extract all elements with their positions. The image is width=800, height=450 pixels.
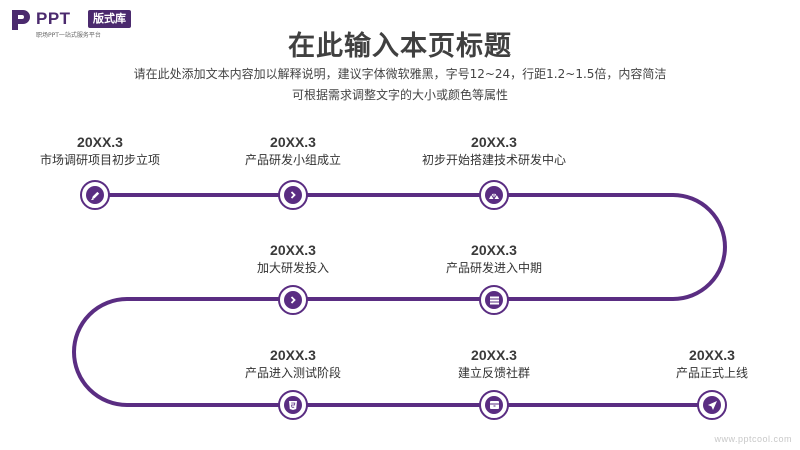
milestone-label: 建立反馈社群 — [457, 366, 530, 380]
timeline-path — [72, 193, 727, 407]
milestone-node-3 — [479, 180, 509, 210]
milestone-node-5 — [479, 285, 509, 315]
milestone-label: 初步开始搭建技术研发中心 — [421, 153, 566, 167]
logo-mark-icon — [12, 10, 30, 30]
milestone-label: 产品研发进入中期 — [445, 261, 542, 275]
milestone-node-6 — [278, 390, 308, 420]
milestone-6: 20XX.3 产品进入测试阶段 — [193, 346, 393, 382]
html5-icon — [289, 400, 297, 410]
page-title: 在此输入本页标题 — [288, 31, 512, 62]
layers-icon — [489, 296, 499, 304]
milestone-label: 产品正式上线 — [675, 366, 748, 380]
milestone-2: 20XX.3 产品研发小组成立 — [193, 133, 393, 169]
subtitle-line-1: 请在此处添加文本内容加以解释说明，建议字体微软雅黑，字号12~24，行距1.2~… — [133, 67, 667, 81]
milestone-5: 20XX.3 产品研发进入中期 — [394, 241, 594, 277]
milestone-8: 20XX.3 产品正式上线 — [612, 346, 800, 382]
milestone-date: 20XX.3 — [471, 347, 517, 363]
chevron-right-icon — [290, 191, 296, 199]
watermark: www.pptcool.com — [714, 434, 792, 444]
milestone-date: 20XX.3 — [471, 242, 517, 258]
milestone-node-7 — [479, 390, 509, 420]
milestone-4: 20XX.3 加大研发投入 — [193, 241, 393, 277]
chevron-right-icon — [290, 296, 296, 304]
pencil-icon — [90, 191, 99, 200]
milestone-label: 产品研发小组成立 — [244, 153, 341, 167]
milestone-date: 20XX.3 — [471, 134, 517, 150]
milestone-3: 20XX.3 初步开始搭建技术研发中心 — [394, 133, 594, 169]
milestone-label: 市场调研项目初步立项 — [39, 153, 160, 167]
milestone-7: 20XX.3 建立反馈社群 — [394, 346, 594, 382]
milestone-date: 20XX.3 — [270, 347, 316, 363]
milestone-date: 20XX.3 — [270, 134, 316, 150]
brand-logo: PPT 版式库 职场PPT一站式服务平台 — [10, 8, 160, 39]
milestone-node-2 — [278, 180, 308, 210]
logo-brand-text: PPT — [36, 9, 71, 28]
milestone-label: 加大研发投入 — [256, 261, 329, 275]
milestone-node-8 — [697, 390, 727, 420]
logo-badge: 版式库 — [88, 10, 131, 28]
milestone-date: 20XX.3 — [270, 242, 316, 258]
milestone-1: 20XX.3 市场调研项目初步立项 — [0, 133, 200, 169]
milestone-node-1 — [80, 180, 110, 210]
milestone-date: 20XX.3 — [689, 347, 735, 363]
send-icon — [707, 400, 717, 410]
page-subtitle: 请在此处添加文本内容加以解释说明，建议字体微软雅黑，字号12~24，行距1.2~… — [100, 64, 700, 106]
milestone-node-4 — [278, 285, 308, 315]
shell-icon — [489, 192, 499, 199]
subtitle-line-2: 可根据需求调整文字的大小或颜色等属性 — [291, 88, 508, 102]
milestone-label: 产品进入测试阶段 — [244, 366, 341, 380]
milestone-date: 20XX.3 — [77, 134, 123, 150]
box-icon — [489, 401, 499, 409]
logo-tagline: 职场PPT一站式服务平台 — [36, 32, 101, 39]
